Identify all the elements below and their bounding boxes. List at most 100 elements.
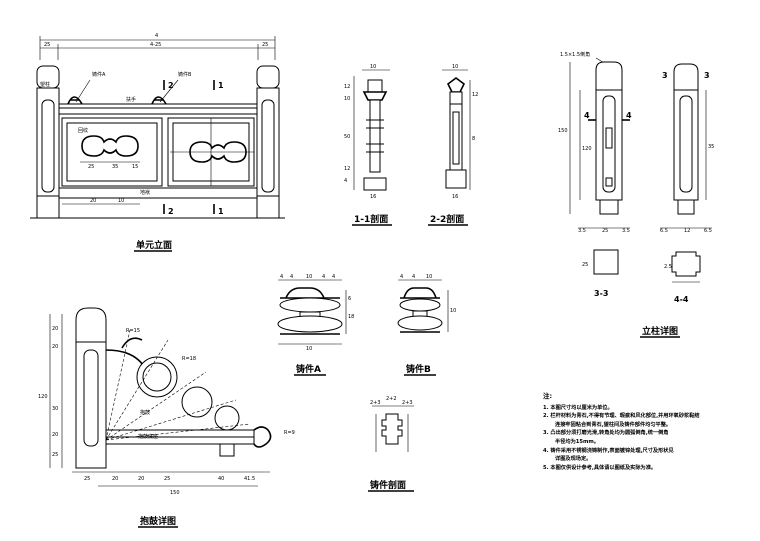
sub-title-4-4: 4-4 xyxy=(674,295,689,304)
drum-label: 抱鼓 xyxy=(140,409,150,416)
drum-radius-0: R=15 xyxy=(126,328,140,334)
casting-b-dim-1: 4 xyxy=(412,274,415,280)
panel-left xyxy=(61,117,163,187)
unit-elevation-view: 4 4-25 25 25 25 35 xyxy=(30,33,285,252)
post-body xyxy=(595,89,623,201)
casting-b-dim-0: 4 xyxy=(400,274,403,280)
drum-base-label: 抱鼓底座 xyxy=(138,433,158,440)
section-mark-2b: 2 xyxy=(168,207,174,216)
post-dim-120: 120 xyxy=(582,146,592,152)
label-shape: 回纹 xyxy=(78,127,88,134)
post-top-label: 1.5×1.5倒角 xyxy=(560,51,590,58)
sec4-dim-0: 6.5 xyxy=(660,228,668,234)
post-groove xyxy=(602,95,616,193)
sec3-dim-2: 3.5 xyxy=(622,228,630,234)
post-dim-150: 150 xyxy=(558,128,568,134)
post-detail-view: 1.5×1.5倒角 150 120 4 4 3 3 35 3.5 25 3.5 … xyxy=(558,51,714,338)
note-item-2b: 连接牢固粘合到青石,望柱间及铸件部件均匀平整。 xyxy=(555,421,672,428)
casting-a-disc xyxy=(279,297,341,313)
drum-radius-1: R=18 xyxy=(182,356,196,362)
post-slot xyxy=(605,127,613,149)
drum-dim-b5: 40 xyxy=(218,476,224,482)
dim-left-text: 25 xyxy=(44,42,50,48)
drum-post-groove xyxy=(83,349,99,447)
post-sec-4b: 4 xyxy=(626,111,632,120)
title-casting-a: 铸件A xyxy=(296,363,321,375)
casting-a-dim-0: 4 xyxy=(280,274,283,280)
sec1-dim-1: 12 xyxy=(344,84,350,90)
note-item-5: 5. 本图仅供设计参考,具体请以图纸及实际为准。 xyxy=(543,464,657,471)
note-item-4b: 详图及现场定。 xyxy=(555,456,592,463)
drum-dim-l0: 20 xyxy=(52,326,58,332)
sec3-dim-side: 25 xyxy=(582,262,588,268)
title-post-detail: 立柱详图 xyxy=(642,325,678,337)
label-casting-a: 铸件A xyxy=(92,71,106,78)
cs-dim-2: 2+3 xyxy=(402,400,413,406)
drum-foot-block xyxy=(219,443,235,457)
sec-top xyxy=(367,79,383,93)
casting-a-shape xyxy=(67,96,167,105)
post-cap xyxy=(256,65,280,89)
base-plinth xyxy=(58,187,258,199)
section-1-1-view: 10 12 10 50 12 4 16 1-1剖面 xyxy=(344,64,392,226)
drum-dim-b2: 20 xyxy=(138,476,144,482)
sec1-dim-4: 12 xyxy=(344,166,350,172)
post-groove xyxy=(41,99,55,193)
sec2-top xyxy=(446,77,466,93)
post-sec-3a: 3 xyxy=(662,71,668,80)
post-dim-35: 35 xyxy=(708,144,714,150)
leader-line xyxy=(75,79,91,103)
sec3-dim-1: 25 xyxy=(602,228,608,234)
dim-m3: 15 xyxy=(132,164,138,170)
drum-dim-l1: 20 xyxy=(52,344,58,350)
label-casting-b: 铸件B xyxy=(178,71,192,78)
casting-a-dim-6: 18 xyxy=(348,314,354,320)
title-casting-b: 铸件B xyxy=(406,363,431,375)
casting-b-top xyxy=(400,287,440,299)
casting-a-top xyxy=(280,287,340,299)
sec-rail xyxy=(362,91,388,101)
sec2-dim-0: 10 xyxy=(452,64,458,70)
hand-rail xyxy=(58,103,258,115)
drum-detail-view: 20 20 120 30 20 25 25 20 20 25 150 40 41… xyxy=(38,307,295,528)
note-item-2: 2. 栏杆材料为青石,不得有节理、瑕疵和风化部位,并用环氧砂浆黏结 xyxy=(543,413,700,420)
title-casting-section: 铸件剖面 xyxy=(370,479,406,491)
post-head-side xyxy=(673,63,699,91)
drum-dim-l5: 25 xyxy=(52,452,58,458)
sec2-body xyxy=(449,103,463,171)
drum-radius-2: R=9 xyxy=(284,430,295,436)
dim-m1: 25 xyxy=(88,164,94,170)
drum-dim-l2: 120 xyxy=(38,394,48,400)
note-item-3: 3. 凸出部分须打磨光滑,转角处均为圆弧倒角,统一倒角 xyxy=(543,430,669,437)
sec2-base xyxy=(445,169,467,189)
casting-b-dim-3: 10 xyxy=(450,308,456,314)
drum-tail-scroll xyxy=(253,426,272,448)
sec2-dim-3: 16 xyxy=(452,194,458,200)
casting-a-view: 4 4 10 4 4 6 18 10 铸件A xyxy=(277,274,354,376)
post-groove-side xyxy=(679,95,693,193)
sec3-square xyxy=(593,249,619,275)
cs-dim-0: 2+3 xyxy=(370,400,381,406)
sec4-dim-1: 12 xyxy=(684,228,690,234)
sec1-dim-5: 4 xyxy=(344,178,347,184)
section-mark-1: 1 xyxy=(218,81,224,90)
casting-a-dim-2: 10 xyxy=(306,274,312,280)
section-2-2-view: 10 12 8 16 2-2剖面 xyxy=(428,64,478,226)
drum-dim-b1: 20 xyxy=(112,476,118,482)
panel-left-inner xyxy=(66,122,158,182)
post-foot xyxy=(599,199,619,215)
drum-dim-b3: 25 xyxy=(164,476,170,482)
note-item-4: 4. 铸件采用不锈钢浇铸制作,表面镀锌处理,尺寸及形状见 xyxy=(543,447,674,454)
drum-radial-guides xyxy=(105,329,251,441)
post-shaft xyxy=(36,87,60,219)
post-body-side xyxy=(673,89,699,201)
dim-b2: 10 xyxy=(118,198,124,204)
dim-b1: 20 xyxy=(90,198,96,204)
title-section-1: 1-1剖面 xyxy=(354,213,388,225)
section-mark-1b: 1 xyxy=(218,207,224,216)
sec4-shape xyxy=(671,251,701,277)
casting-b-view: 4 4 10 10 铸件B xyxy=(397,274,456,376)
sec-body xyxy=(369,99,381,173)
sub-title-3-3: 3-3 xyxy=(594,289,608,298)
